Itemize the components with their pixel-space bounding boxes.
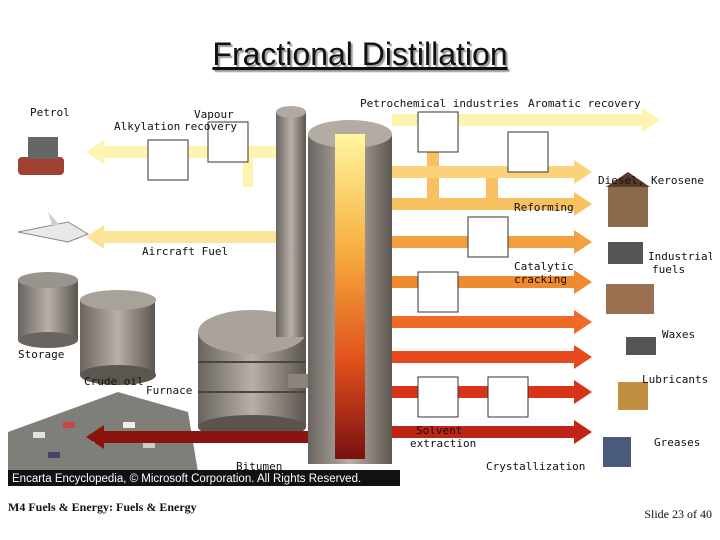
- label-petrol: Petrol: [30, 106, 70, 119]
- copyright-notice: Encarta Encyclopedia, © Microsoft Corpor…: [12, 473, 361, 485]
- storage-tanks: [18, 272, 156, 385]
- label-alkylation: Alkylation: [114, 120, 180, 133]
- process-boxes: [147, 111, 549, 418]
- label-bitumen: Bitumen: [236, 460, 282, 473]
- footer-course-title: M4 Fuels & Energy: Fuels & Energy: [8, 500, 197, 514]
- label-fuels: fuels: [652, 263, 685, 276]
- label-lubricants: Lubricants: [642, 373, 708, 386]
- label-aromatic: Aromatic recovery: [528, 97, 641, 110]
- label-diesel: Diesel, Kerosene: [598, 174, 704, 187]
- end-use-pictures: [17, 137, 656, 467]
- fractional-distillation-diagram: Petrol Alkylation Vapour recovery Petroc…: [8, 92, 712, 488]
- slide-title: Fractional Distillation: [212, 36, 508, 72]
- label-petrochemical: Petrochemical industries: [360, 97, 519, 110]
- label-solvent: Solvent: [416, 424, 462, 437]
- label-crystallization: Crystallization: [486, 460, 585, 473]
- label-aircraft: Aircraft Fuel: [142, 245, 228, 258]
- label-greases: Greases: [654, 436, 700, 449]
- label-industrial: Industrial: [648, 250, 712, 263]
- label-crude-oil: Crude oil: [84, 375, 144, 388]
- label-cracking: cracking: [514, 273, 567, 286]
- label-extraction: extraction: [410, 437, 476, 450]
- label-storage: Storage: [18, 348, 64, 361]
- label-catalytic: Catalytic: [514, 260, 574, 273]
- label-recovery: recovery: [184, 120, 237, 133]
- distillation-column: [276, 106, 392, 464]
- label-furnace: Furnace: [146, 384, 192, 397]
- label-reforming: Reforming: [514, 201, 574, 214]
- label-waxes: Waxes: [662, 328, 695, 341]
- label-vapour: Vapour: [194, 108, 234, 121]
- slide-number: Slide 23 of 40: [644, 507, 712, 521]
